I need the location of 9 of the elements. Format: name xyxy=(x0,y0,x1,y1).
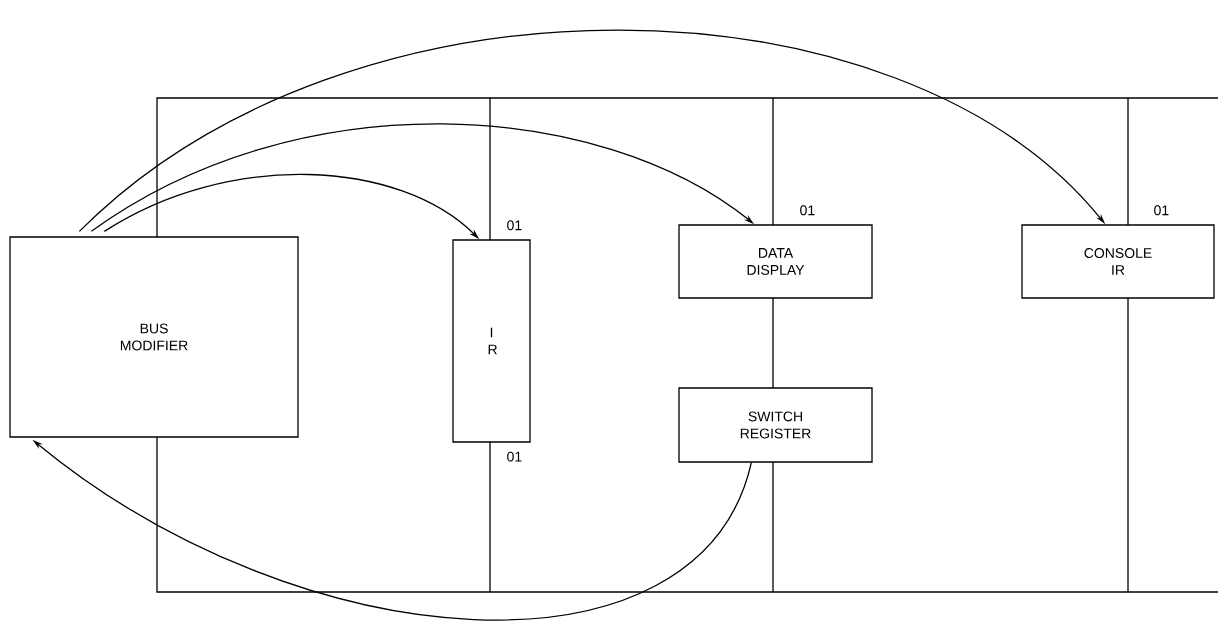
pin-label: 01 xyxy=(1154,205,1169,216)
block-box: I R xyxy=(452,239,531,443)
block-box: SWITCH REGISTER xyxy=(678,387,873,463)
pin-label: 01 xyxy=(507,220,522,231)
block-box: DATA DISPLAY xyxy=(678,224,873,299)
pin-label: 01 xyxy=(507,451,522,462)
block-box: BUS MODIFIER xyxy=(9,236,299,438)
pin-label: 01 xyxy=(800,205,815,216)
block-box: CONSOLE IR xyxy=(1021,224,1215,299)
